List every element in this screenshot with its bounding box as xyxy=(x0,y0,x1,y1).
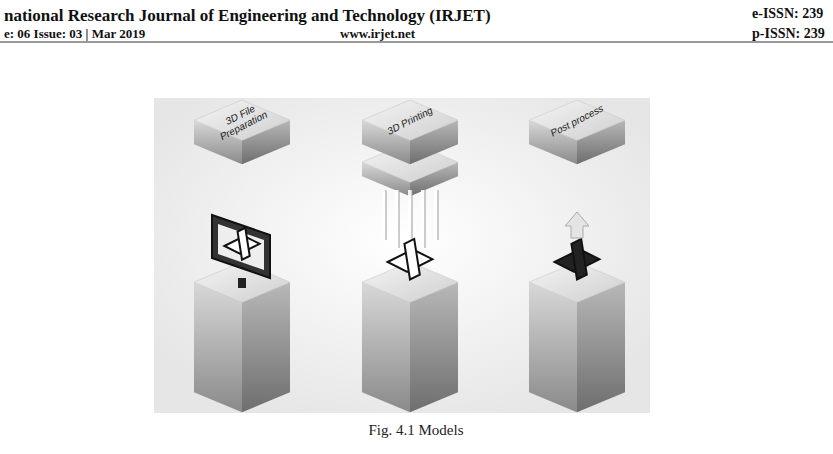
pedestal-left xyxy=(529,282,577,412)
top-slab-top xyxy=(362,100,458,140)
monitor-screen xyxy=(218,224,264,270)
pedestal-right xyxy=(577,282,625,412)
process-column xyxy=(362,100,458,412)
journal-header: www.irjet.net xyxy=(340,26,415,42)
journal-header: national Research Journal of Engineering… xyxy=(4,6,491,26)
print-beam xyxy=(408,190,412,240)
process-column xyxy=(194,100,290,412)
journal-header: e: 06 Issue: 03 | Mar 2019 xyxy=(4,26,145,42)
print-beam-edge xyxy=(399,190,400,248)
top-slab-top xyxy=(529,100,625,140)
figure-caption: Fig. 4.1 Models xyxy=(368,422,463,439)
print-beam-edge xyxy=(425,190,426,248)
lift-arrow xyxy=(565,212,589,238)
pedestal-left xyxy=(362,282,410,412)
part-post xyxy=(404,239,419,280)
process-column xyxy=(529,100,625,412)
monitor xyxy=(212,215,270,278)
print-beam xyxy=(434,190,438,240)
print-beam xyxy=(382,190,386,240)
journal-header: e-ISSN: 239 xyxy=(752,6,823,22)
step-slab: 3D Printing xyxy=(379,115,441,126)
print-beam xyxy=(395,190,399,248)
journal-header: p-ISSN: 239 xyxy=(752,26,825,42)
pedestal-right xyxy=(242,282,290,412)
monitor-stand xyxy=(238,278,246,288)
print-beam xyxy=(421,190,425,248)
step-slab: Post process xyxy=(546,115,608,126)
part-post xyxy=(571,239,586,280)
print-beam-edge xyxy=(438,190,439,240)
part-post xyxy=(238,228,250,260)
print-beam-edge xyxy=(412,190,413,240)
pedestal-left xyxy=(194,282,242,412)
step-slab: 3D File Preparation xyxy=(211,109,273,131)
pedestal-right xyxy=(410,282,458,412)
print-beam-edge xyxy=(386,190,387,240)
